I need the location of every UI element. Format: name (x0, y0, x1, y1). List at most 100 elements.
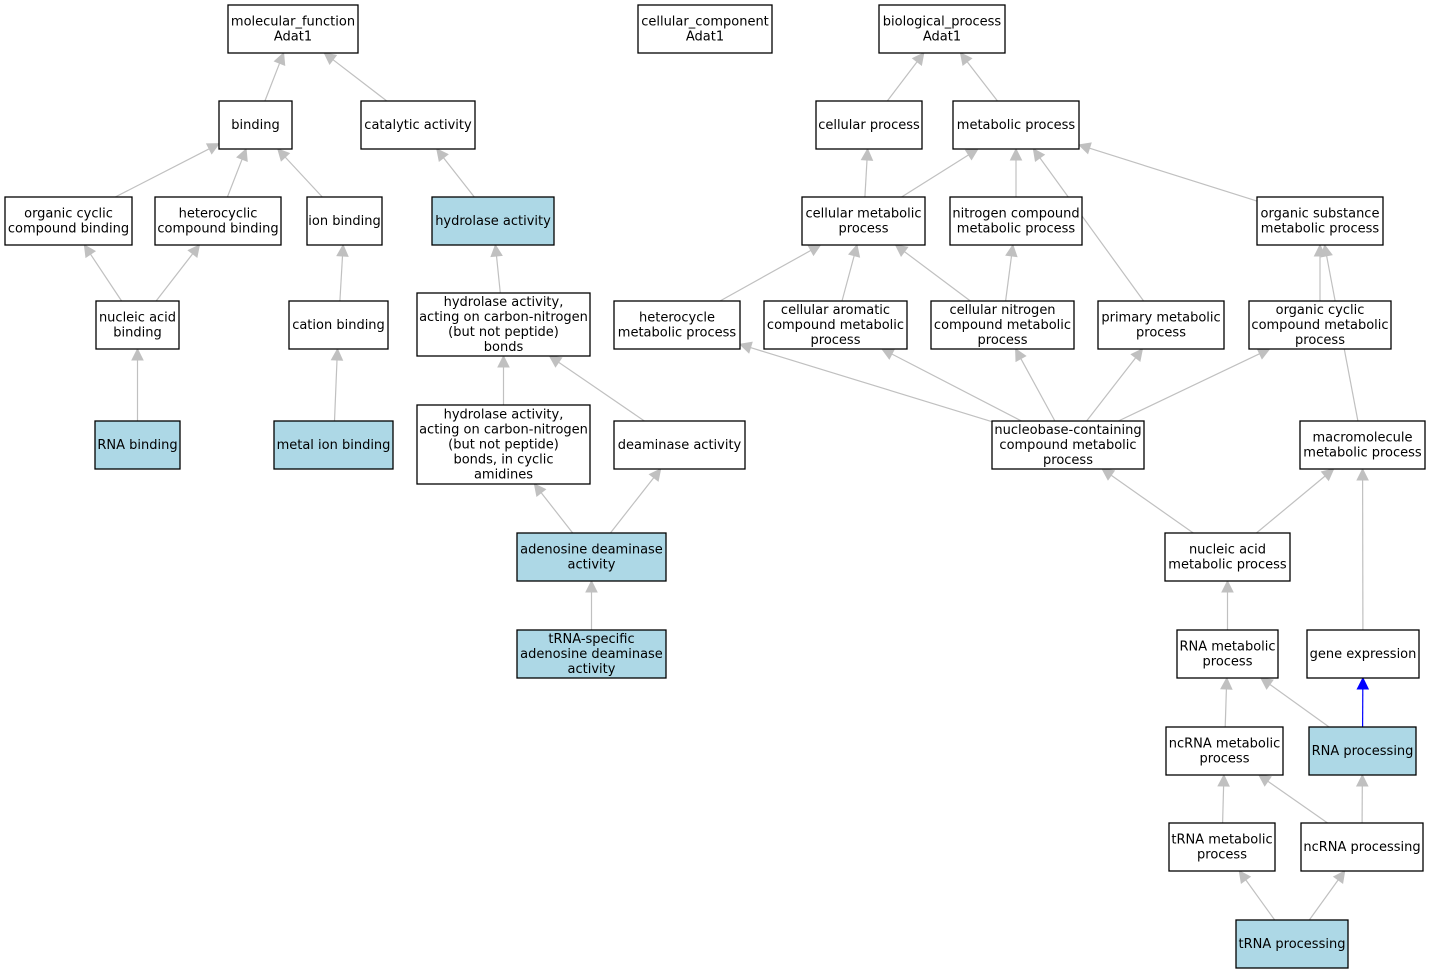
arrowhead-icon (1220, 676, 1233, 690)
arrowhead-icon (964, 148, 979, 161)
node-box (878, 4, 1006, 54)
node-label-line: cellular aromatic (781, 303, 890, 318)
arrowhead-icon (83, 244, 97, 259)
node-cellproc[interactable]: cellular process (815, 100, 923, 150)
node-label-line: adenosine deaminase (520, 647, 663, 662)
node-label-line: primary metabolic (1101, 311, 1220, 326)
arrowhead-icon (273, 51, 286, 66)
node-deaminase[interactable]: deaminase activity (613, 420, 746, 470)
edge-orgsubmeta-to-metaproc (1077, 142, 1258, 202)
node-rnaproc[interactable]: RNA processing (1308, 726, 1417, 776)
edge-nucacidbind-to-orgcyc (83, 244, 123, 302)
edge-line (226, 158, 243, 198)
arrowhead-icon (1256, 348, 1271, 360)
node-label-line: amidines (474, 468, 533, 483)
node-metalion[interactable]: metal ion binding (273, 420, 394, 470)
node-label-line: acting on carbon-nitrogen (419, 310, 588, 325)
arrowhead-icon (1238, 870, 1252, 884)
node-label-line: organic cyclic (1276, 303, 1365, 318)
node-binding[interactable]: binding (218, 100, 293, 150)
arrowhead-icon (1257, 774, 1272, 787)
node-label-line: compound binding (8, 222, 129, 237)
arrowhead-icon (1101, 468, 1116, 481)
node-label-line: metabolic process (1303, 446, 1422, 461)
edge-line (1256, 475, 1326, 534)
node-trnaproc[interactable]: tRNA processing (1235, 919, 1349, 969)
node-label-line: nucleic acid (99, 311, 176, 326)
edge-hydrolaseCNcyc-to-hydrolaseCN (497, 354, 510, 405)
arrowhead-icon (1005, 243, 1018, 258)
node-label-line: (but not peptide) (448, 325, 559, 340)
edge-line (901, 154, 969, 198)
edge-deaminase-to-hydrolaseCN (548, 355, 645, 422)
node-label-line: process (839, 222, 889, 237)
arrowhead-icon (497, 354, 510, 368)
node-label-line: acting on carbon-nitrogen (419, 423, 588, 438)
node-box (288, 300, 389, 350)
edge-hydrolaseCN-to-hydrolase (490, 243, 503, 294)
edge-hydrolase-to-catalytic (436, 148, 475, 198)
node-box (613, 300, 741, 350)
arrowhead-icon (959, 52, 973, 66)
edge-nucacidmeta-to-macromol (1256, 468, 1335, 534)
node-label-line: compound metabolic (934, 318, 1071, 333)
node-hydrolaseCN[interactable]: hydrolase activity,acting on carbon-nitr… (416, 292, 591, 357)
edge-line (841, 255, 855, 302)
edge-line (558, 361, 645, 422)
node-ionbind[interactable]: ion binding (306, 196, 383, 246)
edge-line (1005, 255, 1013, 302)
edge-nucacidmeta-to-nucleobase (1101, 468, 1194, 534)
edge-line (1245, 879, 1276, 921)
node-box (1299, 420, 1426, 470)
arrowhead-icon (330, 347, 344, 361)
node-hydrolaseCNcyc[interactable]: hydrolase activity,acting on carbon-nitr… (416, 404, 591, 485)
edge-nucleobase-to-cellnitro (1015, 348, 1056, 422)
arrowhead-icon (1130, 348, 1144, 362)
edge-rnaproc-to-geneexp (1356, 676, 1370, 728)
arrowhead-icon (738, 341, 753, 354)
node-label-line: process (1136, 326, 1186, 341)
node-catalytic[interactable]: catalytic activity (360, 100, 476, 150)
node-geneexp[interactable]: gene expression (1306, 629, 1420, 679)
node-label-line: cellular metabolic (806, 207, 922, 222)
node-label-line: cation binding (292, 318, 385, 333)
node-label-line: nucleobase-containing (994, 423, 1141, 438)
edge-nucleobase-to-orgcycmeta (1118, 348, 1271, 422)
node-rnabind[interactable]: RNA binding (94, 420, 181, 470)
node-label-line: heterocyclic (179, 207, 258, 222)
node-label-line: compound metabolic (767, 318, 904, 333)
edge-line (1089, 147, 1258, 202)
node-metaproc[interactable]: metabolic process (952, 100, 1080, 150)
node-cationbind[interactable]: cation binding (288, 300, 389, 350)
node-label-line: tRNA-specific (548, 632, 634, 647)
edge-cellnitro-to-cellmeta (894, 244, 971, 302)
node-box (1164, 532, 1291, 582)
node-label-line: metabolic process (957, 222, 1076, 237)
node-ncrnaproc[interactable]: ncRNA processing (1300, 822, 1424, 872)
node-label-line: RNA processing (1312, 744, 1414, 759)
node-hydrolase[interactable]: hydrolase activity (431, 196, 555, 246)
